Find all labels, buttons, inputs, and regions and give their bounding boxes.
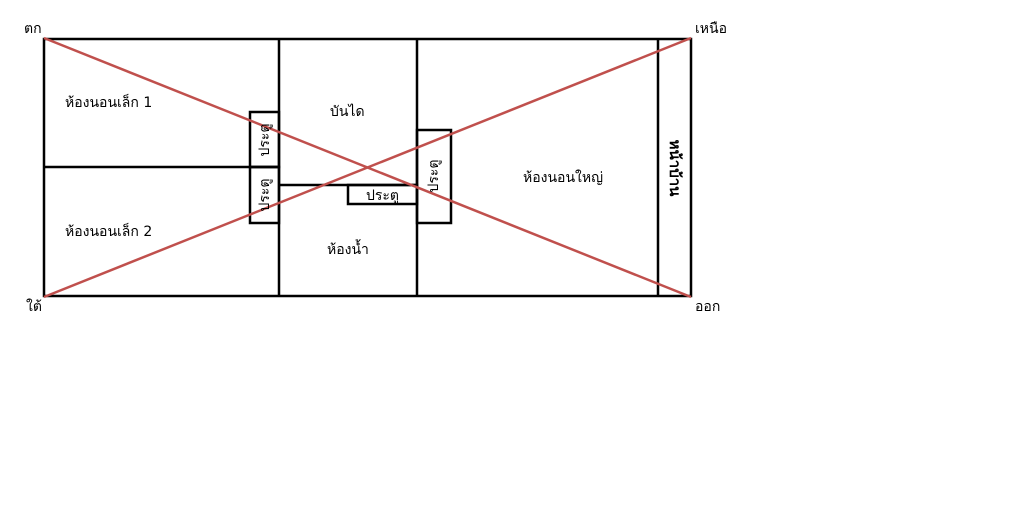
- door-bedroom-1-label: ประตู: [257, 123, 273, 156]
- direction-west-label: ตก: [24, 21, 42, 37]
- direction-east-label: ออก: [695, 299, 720, 315]
- room-small-bedroom-1: ห้องนอนเล็ก 1: [65, 93, 152, 111]
- door-master: [415, 128, 453, 225]
- diagonal-line-2: [43, 36, 692, 299]
- room-stairs: บันได: [330, 103, 365, 120]
- room-small-bedroom-2: ห้องนอนเล็ก 2: [65, 222, 152, 240]
- room-front-label: หน้าบ้าน: [666, 140, 684, 198]
- direction-south-label: ใต้: [26, 298, 42, 315]
- room-bathroom: ห้องน้ำ: [327, 239, 369, 258]
- door-bedroom-2-label: ประตู: [257, 178, 273, 211]
- door-master-label: ประตู: [426, 159, 442, 192]
- door-bathroom-label: ประตู: [366, 188, 399, 204]
- direction-north-label: เหนือ: [695, 21, 727, 37]
- door-bedroom-2: [248, 165, 281, 225]
- room-master-bedroom: ห้องนอนใหญ่: [523, 169, 603, 186]
